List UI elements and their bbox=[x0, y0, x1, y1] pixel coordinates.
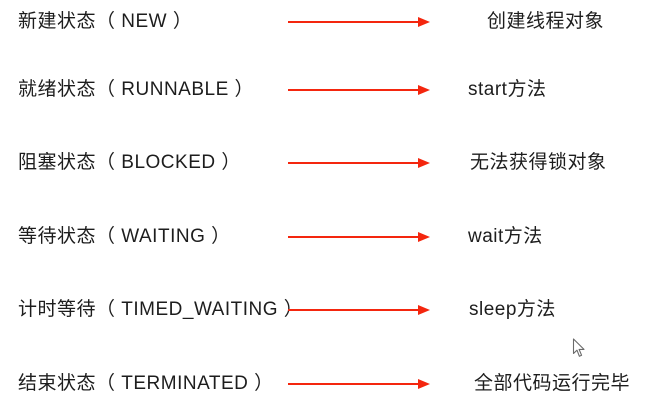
arrow-head bbox=[418, 305, 430, 315]
state-row: 结束状态（ TERMINATED ） 全部代码运行完毕 bbox=[0, 369, 646, 399]
state-label: 阻塞状态（ BLOCKED ） bbox=[18, 152, 241, 173]
arrow-line bbox=[288, 89, 421, 91]
result-label: 无法获得锁对象 bbox=[470, 152, 607, 173]
state-row: 计时等待（ TIMED_WAITING ） sleep方法 bbox=[0, 295, 646, 325]
result-label: 创建线程对象 bbox=[487, 11, 605, 32]
state-label: 新建状态（ NEW ） bbox=[18, 11, 193, 32]
state-row: 就绪状态（ RUNNABLE ） start方法 bbox=[0, 75, 646, 105]
result-label: sleep方法 bbox=[469, 299, 556, 320]
arrow-head bbox=[418, 85, 430, 95]
arrow-line bbox=[288, 21, 421, 23]
arrow-head bbox=[418, 158, 430, 168]
state-row: 阻塞状态（ BLOCKED ） 无法获得锁对象 bbox=[0, 148, 646, 178]
result-label: wait方法 bbox=[468, 226, 543, 247]
state-row: 等待状态（ WAITING ） wait方法 bbox=[0, 222, 646, 252]
arrow-line bbox=[288, 309, 421, 311]
mouse-cursor-icon bbox=[572, 338, 585, 357]
state-label: 计时等待（ TIMED_WAITING ） bbox=[18, 299, 304, 320]
arrow-head bbox=[418, 379, 430, 389]
result-label: start方法 bbox=[468, 79, 547, 100]
arrow-line bbox=[288, 162, 421, 164]
state-label: 等待状态（ WAITING ） bbox=[18, 226, 231, 247]
state-row: 新建状态（ NEW ） 创建线程对象 bbox=[0, 7, 646, 37]
arrow-line bbox=[288, 236, 421, 238]
result-label: 全部代码运行完毕 bbox=[474, 373, 631, 394]
state-label: 就绪状态（ RUNNABLE ） bbox=[18, 79, 255, 100]
arrow-head bbox=[418, 17, 430, 27]
arrow-head bbox=[418, 232, 430, 242]
state-label: 结束状态（ TERMINATED ） bbox=[18, 373, 274, 394]
arrow-line bbox=[288, 383, 421, 385]
